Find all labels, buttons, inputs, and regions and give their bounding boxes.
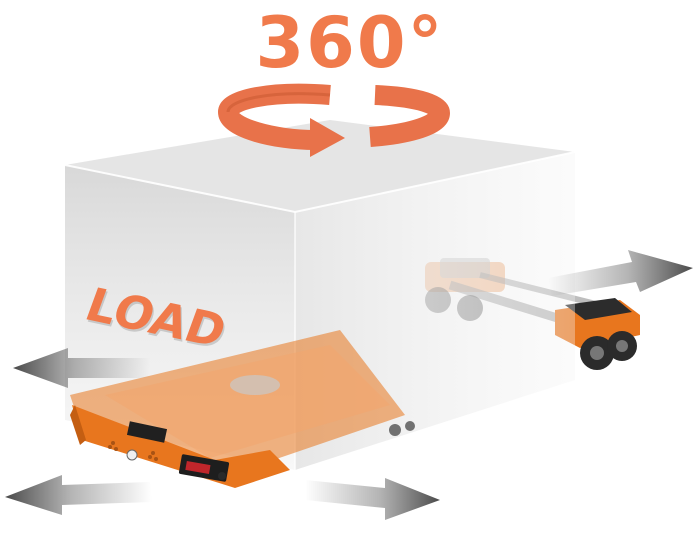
rotation-label: 360° — [255, 2, 445, 84]
rotation-arrow-icon — [217, 83, 451, 157]
main-skate — [70, 330, 415, 488]
move-arrow-icon — [305, 478, 440, 520]
move-arrow-icon — [548, 250, 693, 296]
move-arrow-icon — [13, 348, 150, 388]
move-arrow-icon — [5, 475, 152, 515]
